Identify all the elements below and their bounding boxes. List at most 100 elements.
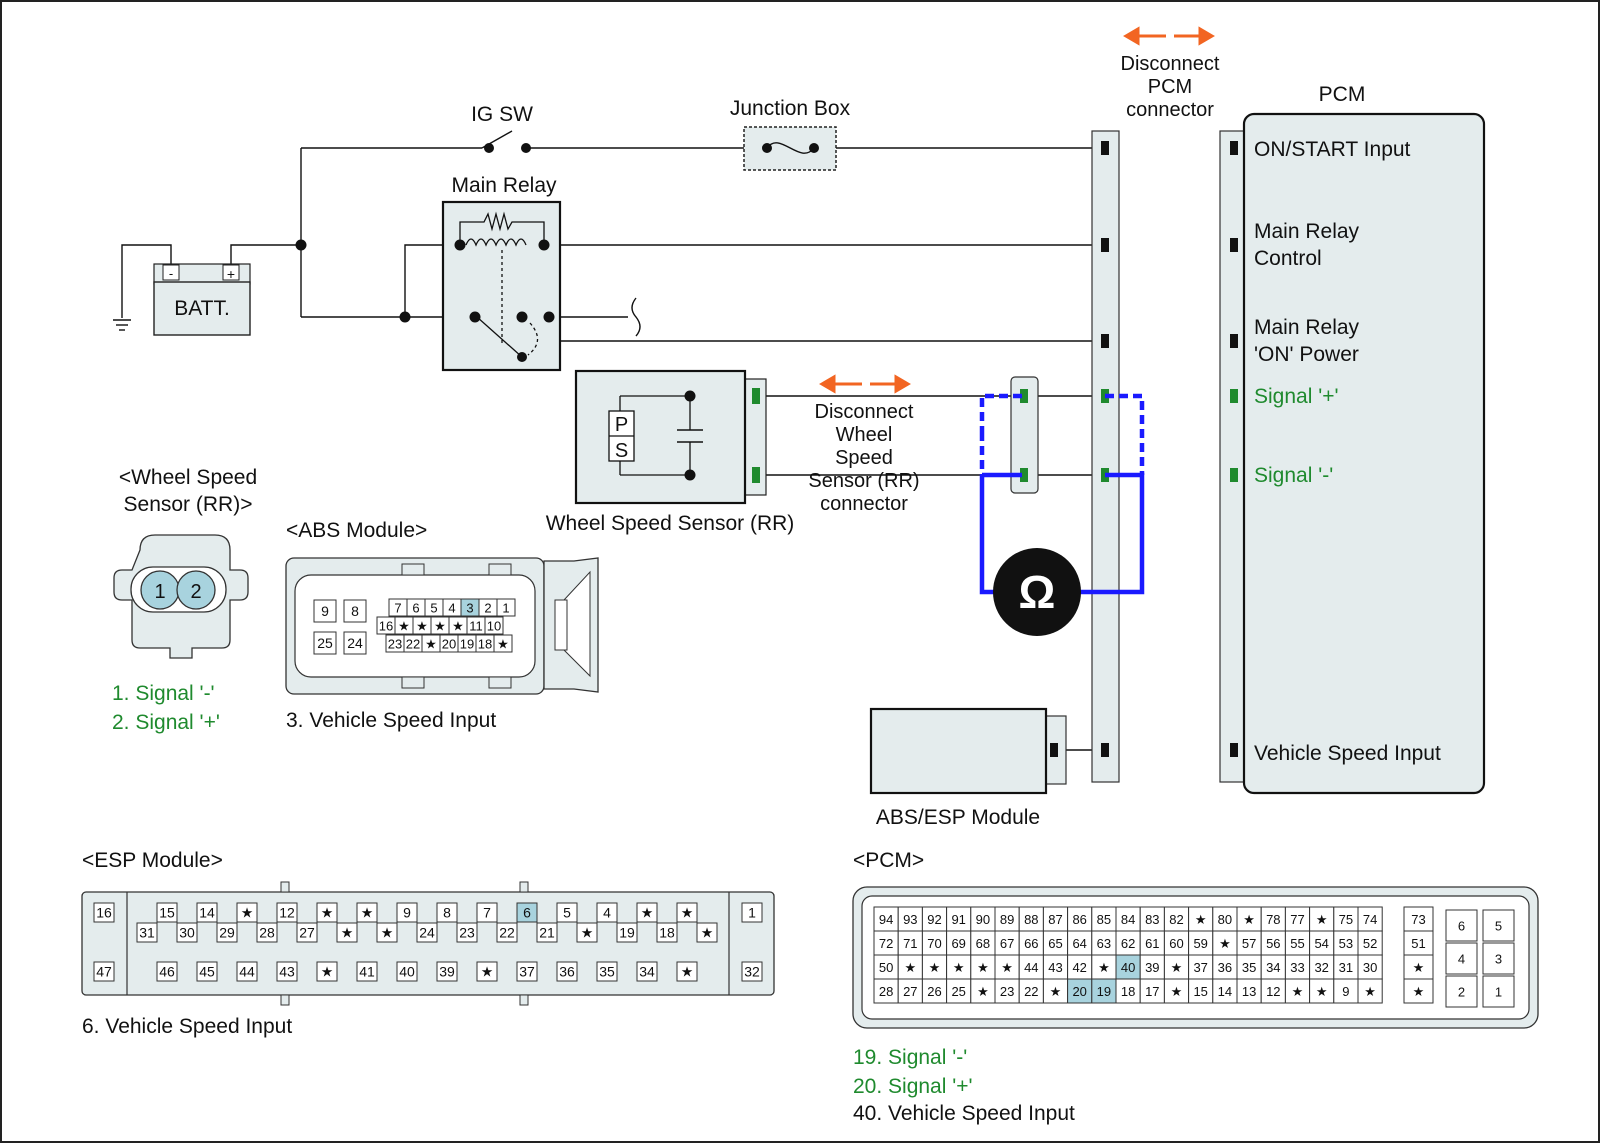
pin-label: 20	[442, 637, 456, 652]
pin-cell	[343, 631, 367, 655]
pin-label: 27	[903, 984, 917, 999]
pin-label: 23	[459, 925, 475, 941]
pin-label: 35	[1242, 960, 1256, 975]
pin-cell	[696, 922, 718, 943]
pin-label: ★	[1243, 912, 1255, 927]
svg-text:'ON' Power: 'ON' Power	[1254, 343, 1359, 366]
pin-label: 82	[1169, 912, 1183, 927]
pin-cell	[276, 961, 298, 982]
pin-label: 17	[1145, 984, 1159, 999]
svg-text:-: -	[169, 266, 173, 281]
pin-label: 18	[659, 925, 675, 941]
pin-label: 46	[159, 964, 175, 980]
pin-label: 30	[1363, 960, 1377, 975]
pin-label: 30	[179, 925, 195, 941]
svg-text:Ω: Ω	[1019, 566, 1056, 618]
pin-label: 1	[502, 601, 509, 616]
pcm-pin-on-start: ON/START Input	[1254, 138, 1411, 161]
pin-cell	[1067, 978, 1093, 1004]
pin-label: ★	[321, 905, 334, 921]
pin-label: 56	[1266, 936, 1280, 951]
pin-label: 24	[419, 925, 435, 941]
pin-cell	[1018, 906, 1044, 932]
pin-cell	[556, 961, 578, 982]
pin-label: 65	[1048, 936, 1062, 951]
pin-cell	[1139, 906, 1165, 932]
pin-label: 74	[1363, 912, 1377, 927]
pin-label: ★	[1316, 912, 1328, 927]
pin-cell	[676, 902, 698, 923]
pin-cell	[1115, 954, 1141, 980]
pin-label: 36	[1218, 960, 1232, 975]
pin-label: ★	[641, 905, 654, 921]
pin-label: 15	[1193, 984, 1207, 999]
pin-label: 29	[219, 925, 235, 941]
pin-label: 16	[96, 905, 112, 921]
pin-label: ★	[434, 619, 446, 634]
abs-esp-label: ABS/ESP Module	[876, 806, 1040, 829]
pin-label: 28	[259, 925, 275, 941]
pcm-pin-signal-minus: Signal '-'	[1254, 464, 1333, 487]
pin-cell	[1403, 906, 1434, 932]
pin-label: 12	[279, 905, 295, 921]
pin-label: ★	[1413, 960, 1425, 975]
pin-cell	[1260, 954, 1286, 980]
pin-cell	[741, 961, 763, 982]
pin-cell	[1018, 978, 1044, 1004]
pin-cell	[456, 922, 478, 943]
pin-label: 51	[1411, 936, 1425, 951]
pin-cell	[196, 902, 218, 923]
ohmmeter-icon	[993, 548, 1081, 636]
pin-label: 22	[1024, 984, 1038, 999]
pin-label: 77	[1290, 912, 1304, 927]
pin-label: 10	[487, 619, 501, 634]
pin-cell	[176, 922, 198, 943]
pin-cell	[921, 906, 948, 932]
wheel-speed-sensor	[574, 369, 747, 505]
disconnect-wss-arrows	[819, 374, 911, 394]
pin-cell	[1139, 954, 1165, 980]
junction-box-label: Junction Box	[730, 97, 851, 120]
svg-text:Disconnect: Disconnect	[815, 401, 914, 423]
pin-label: 15	[159, 905, 175, 921]
pin-cell	[1445, 942, 1478, 975]
pin-label: ★	[481, 964, 494, 980]
pin-cell	[236, 961, 258, 982]
svg-text:Wheel: Wheel	[836, 424, 893, 446]
battery-plus-wire	[230, 244, 301, 265]
pin-cell	[1403, 930, 1434, 956]
pin-label: ★	[452, 619, 464, 634]
pin-label: 62	[1121, 936, 1135, 951]
pin-cell	[343, 599, 367, 623]
pin-cell	[873, 906, 899, 932]
pin-label: 5	[430, 601, 437, 616]
meter-leads	[979, 393, 1145, 595]
pin-label: ★	[425, 637, 437, 652]
pin-cell	[496, 598, 516, 617]
pin-label: 80	[1218, 912, 1232, 927]
svg-text:Main Relay: Main Relay	[1254, 316, 1360, 339]
pin-label: ★	[953, 960, 965, 975]
pin-cell	[436, 902, 458, 923]
pin-label: 60	[1169, 936, 1183, 951]
svg-text:Disconnect: Disconnect	[1121, 53, 1220, 75]
pin-cell	[1188, 906, 1214, 932]
pin-label: ★	[904, 960, 916, 975]
relay-power-wire	[548, 317, 1105, 342]
pin-cell	[556, 902, 578, 923]
pin-cell	[1042, 906, 1069, 932]
pin-cell	[994, 906, 1020, 932]
svg-text:2. Signal '+': 2. Signal '+'	[112, 711, 220, 734]
wss-pin-2	[176, 570, 216, 610]
ig-sw-contact-a	[484, 143, 494, 153]
pin-label: ★	[497, 637, 509, 652]
pin-cell	[1403, 954, 1434, 980]
pin-label: 26	[927, 984, 941, 999]
pcm-box	[1242, 112, 1486, 795]
pin-label: 19	[619, 925, 635, 941]
pin-cell	[873, 978, 899, 1004]
pin-label: 73	[1411, 912, 1425, 927]
pin-label: 83	[1145, 912, 1159, 927]
pin-cell	[156, 961, 178, 982]
pin-label: 36	[559, 964, 575, 980]
